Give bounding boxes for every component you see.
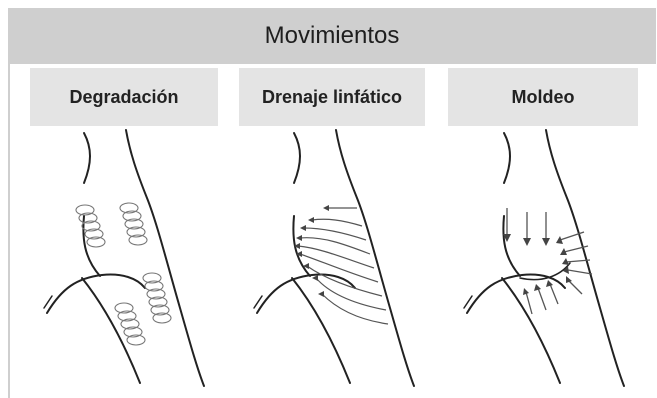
label-degradacion: Degradación — [30, 68, 218, 126]
label-drenaje-linfatico: Drenaje linfático — [239, 68, 425, 126]
leg-illustration-moldeo — [442, 128, 647, 393]
label-moldeo: Moldeo — [448, 68, 638, 126]
leg-illustration-degradacion — [22, 128, 227, 393]
frame-border — [8, 64, 10, 398]
leg-illustration-drenaje — [232, 128, 437, 393]
diagram-title: Movimientos — [8, 8, 656, 64]
